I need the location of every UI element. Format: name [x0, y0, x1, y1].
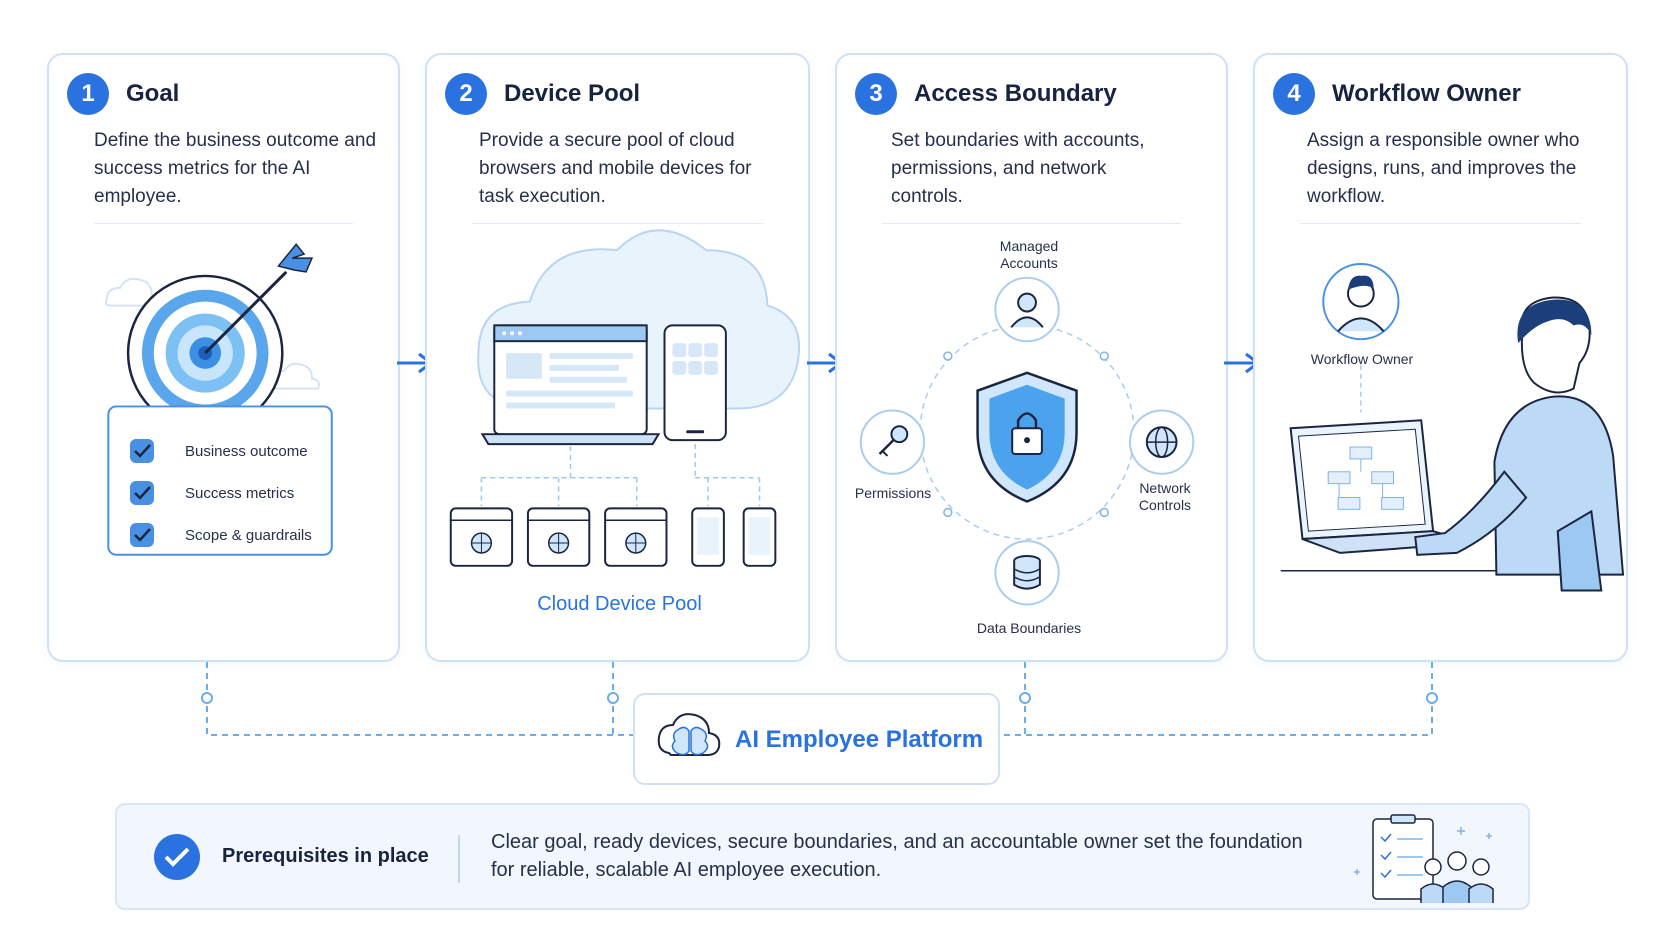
node-label-permissions: Permissions — [854, 485, 932, 501]
step-description: Assign a responsible owner who designs, … — [1307, 130, 1580, 207]
step-description: Provide a secure pool of cloud browsers … — [479, 130, 752, 207]
phone-icon — [663, 324, 727, 442]
checklist-label: Scope & guardrails — [185, 526, 312, 544]
check-icon — [130, 523, 154, 547]
globe-icon — [1128, 409, 1195, 475]
arrow-icon — [204, 243, 314, 355]
prerequisites-banner: Prerequisites in place Clear goal, ready… — [115, 803, 1530, 910]
step-card-goal: 1 Goal Define the business outcome and s… — [47, 53, 400, 662]
browser-icon — [604, 507, 668, 567]
banner-heading: Prerequisites in place — [222, 845, 429, 867]
step-title: Device Pool — [504, 80, 641, 107]
divider — [472, 223, 763, 224]
divider — [458, 835, 460, 883]
step-title: Access Boundary — [914, 80, 1117, 107]
node-label-network-controls: Network Controls — [1138, 480, 1192, 513]
checklist: Business outcome Success metrics Scope &… — [129, 430, 312, 556]
check-circle-icon — [154, 834, 200, 880]
browser-icon — [526, 507, 591, 567]
browser-icon — [449, 507, 514, 567]
step-number: 2 — [445, 73, 487, 115]
access-boundary-illustration — [859, 276, 1195, 606]
workflow-owner-label: Workflow Owner — [1310, 351, 1414, 367]
device-pool-caption: Cloud Device Pool — [537, 593, 702, 615]
brain-cloud-icon — [657, 713, 721, 756]
node-label-managed-accounts: Managed Accounts — [999, 238, 1059, 271]
team-checklist-icon — [1354, 814, 1494, 903]
banner-text: Clear goal, ready devices, secure bounda… — [491, 831, 1303, 881]
divider — [882, 223, 1181, 224]
laptop-icon — [480, 324, 661, 446]
step-card-workflow-owner: 4 Workflow Owner Assign a responsible ow… — [1253, 53, 1628, 662]
step-description: Set boundaries with accounts, permission… — [891, 130, 1145, 207]
avatar — [1322, 263, 1400, 341]
step-title: Workflow Owner — [1332, 80, 1521, 107]
checklist-item: Success metrics — [129, 472, 312, 514]
step-card-device-pool: 2 Device Pool Provide a secure pool of c… — [425, 53, 810, 662]
step-description: Define the business outcome and success … — [94, 130, 377, 207]
platform-connectors — [201, 662, 1438, 736]
ai-employee-platform: AI Employee Platform — [633, 693, 1000, 785]
phone-icon — [742, 507, 777, 567]
divider — [94, 223, 353, 224]
checklist-item: Business outcome — [129, 430, 312, 472]
checklist-label: Business outcome — [185, 442, 308, 460]
person-illustration — [1414, 296, 1625, 592]
cloud-icon — [104, 277, 321, 390]
phone-icon — [691, 507, 725, 567]
database-icon — [994, 540, 1060, 606]
workflow-owner-illustration — [1280, 263, 1625, 592]
step-number: 3 — [855, 73, 897, 115]
laptop-icon — [1289, 419, 1473, 554]
connector-lines — [480, 444, 761, 507]
node-label-data-boundaries: Data Boundaries — [976, 620, 1082, 636]
target-illustration — [104, 243, 333, 556]
step-card-access-boundary: 3 Access Boundary Set boundaries with ac… — [835, 53, 1228, 662]
shield-icon — [976, 371, 1078, 503]
device-pool-illustration — [449, 229, 801, 567]
checklist-item: Scope & guardrails — [129, 514, 312, 556]
step-number: 1 — [67, 73, 109, 115]
checklist-label: Success metrics — [185, 484, 295, 502]
step-number: 4 — [1273, 73, 1315, 115]
step-title: Goal — [126, 80, 180, 107]
key-icon — [859, 409, 926, 475]
check-icon — [130, 439, 154, 463]
platform-title: AI Employee Platform — [735, 726, 984, 753]
check-icon — [130, 481, 154, 505]
user-icon — [994, 276, 1060, 343]
divider — [1300, 223, 1581, 224]
